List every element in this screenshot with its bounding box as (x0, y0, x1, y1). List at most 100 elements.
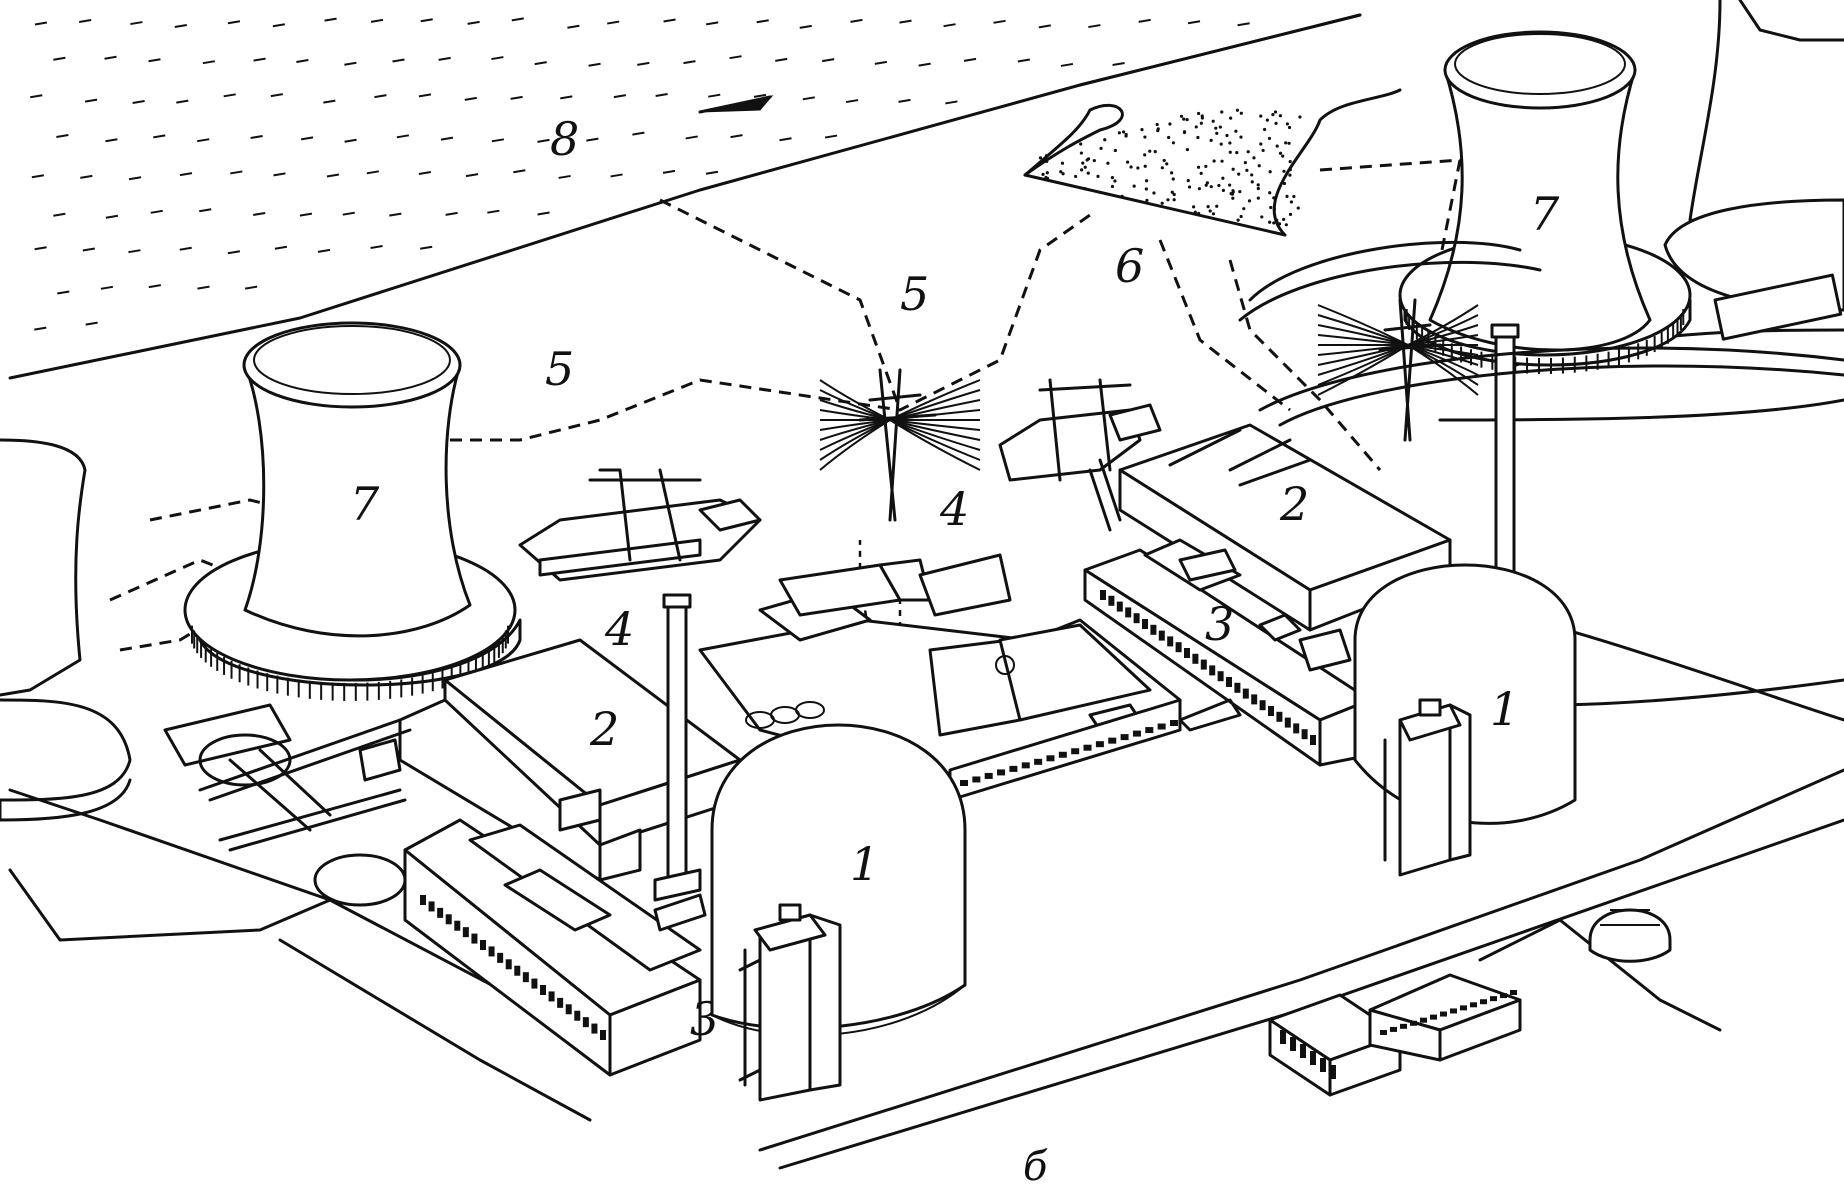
stipple-dot (1206, 205, 1210, 209)
stipple-dot (1288, 173, 1292, 177)
window (1293, 723, 1300, 734)
window (1217, 671, 1224, 682)
ripple-mark (105, 138, 118, 143)
ripple-mark (366, 170, 380, 175)
window (1259, 700, 1266, 711)
ripple-mark (197, 138, 210, 143)
stipple-dot (1274, 121, 1278, 125)
stipple-dot (1282, 217, 1286, 222)
stipple-dot (1170, 171, 1174, 175)
ripple-mark (1060, 62, 1074, 67)
stipple-dot (1193, 210, 1197, 214)
window (437, 907, 444, 918)
window (540, 985, 546, 995)
stipple-dot (1268, 191, 1272, 195)
window (984, 772, 993, 779)
stipple-dot (1228, 183, 1232, 187)
stipple-dot (1277, 222, 1282, 226)
ripple-mark (945, 100, 958, 105)
ripple-mark (613, 94, 627, 99)
stipple-dot (1256, 186, 1260, 191)
ripple-mark (104, 55, 117, 60)
stipple-dot (1273, 110, 1278, 114)
stipple-dot (1172, 198, 1176, 202)
stipple-dot (1245, 168, 1249, 172)
outbuildings (1268, 908, 1672, 1097)
stipple-dot (1165, 162, 1169, 166)
stipple-dot (1275, 218, 1279, 222)
ripple-mark (683, 60, 696, 65)
stipple-dot (1110, 176, 1114, 180)
window (1480, 999, 1487, 1005)
stipple-dot (1045, 171, 1049, 175)
window (557, 997, 564, 1008)
ripple-mark (223, 93, 236, 98)
stipple-dot (1256, 196, 1260, 200)
stipple-dot (1285, 194, 1289, 198)
stipple-dot (1269, 205, 1273, 210)
stipple-dot (1167, 135, 1171, 140)
window (1500, 993, 1507, 999)
window (1400, 1023, 1407, 1029)
figure-caption: б (1023, 1144, 1048, 1188)
ripple-mark (31, 174, 45, 179)
stipple-dot (1257, 164, 1261, 168)
window (1167, 636, 1174, 647)
stipple-dot (1197, 211, 1201, 216)
ripple-mark (202, 60, 215, 65)
stipple-dot (1288, 212, 1293, 216)
stipple-dot (1172, 192, 1176, 197)
stipple-dot (1152, 191, 1156, 195)
stipple-dot (1263, 127, 1267, 132)
ripple-mark (80, 174, 93, 179)
wire (819, 419, 891, 471)
ripple-mark (510, 95, 523, 100)
stipple-dot (1120, 194, 1124, 198)
window (420, 895, 426, 905)
ripple-mark (82, 247, 95, 252)
gantry-2 (1383, 698, 1472, 877)
window (1083, 744, 1092, 751)
ripple-mark (274, 245, 288, 250)
ripple-mark (105, 214, 119, 219)
window (514, 965, 521, 976)
ripple-mark (1237, 22, 1250, 27)
stipple-dot (1079, 142, 1083, 146)
ripple-mark (374, 94, 387, 99)
ripple-mark (465, 173, 479, 178)
wire (1317, 344, 1409, 396)
ripple-mark (56, 134, 69, 139)
stipple-dot (1121, 130, 1126, 134)
ripple-mark (963, 57, 977, 62)
window (428, 901, 435, 912)
ripple-mark (128, 176, 142, 181)
ripple-mark (84, 98, 98, 103)
stipple-dot (1211, 119, 1215, 123)
stipple-dot (1234, 129, 1238, 133)
ripple-mark (148, 58, 161, 63)
ripple-mark (874, 60, 888, 65)
window (1125, 607, 1132, 618)
cooling-tower-2: 7 (1398, 30, 1692, 374)
ripple-mark (775, 57, 788, 62)
ripple-mark (943, 23, 956, 28)
stipple-dot (1106, 161, 1110, 165)
ripple-mark (396, 134, 410, 139)
stipple-dot (1265, 118, 1269, 122)
ripple-mark (250, 135, 263, 139)
wire (889, 419, 981, 441)
stipple-dot (1156, 127, 1160, 131)
window (1510, 990, 1517, 995)
river (8, 13, 1362, 380)
ripple-mark (253, 57, 266, 62)
stipple-dot (1220, 110, 1224, 114)
label-reactor-1: 1 (850, 837, 879, 891)
stipple-dot (1136, 166, 1140, 170)
ripple-mark (632, 131, 645, 136)
ripple-mark (918, 62, 931, 67)
ripple-mark (420, 18, 433, 23)
stipple-dot (1261, 148, 1265, 153)
stipple-dot (1080, 168, 1084, 172)
stipple-dot (1205, 181, 1209, 185)
stipple-dot (1197, 187, 1202, 191)
